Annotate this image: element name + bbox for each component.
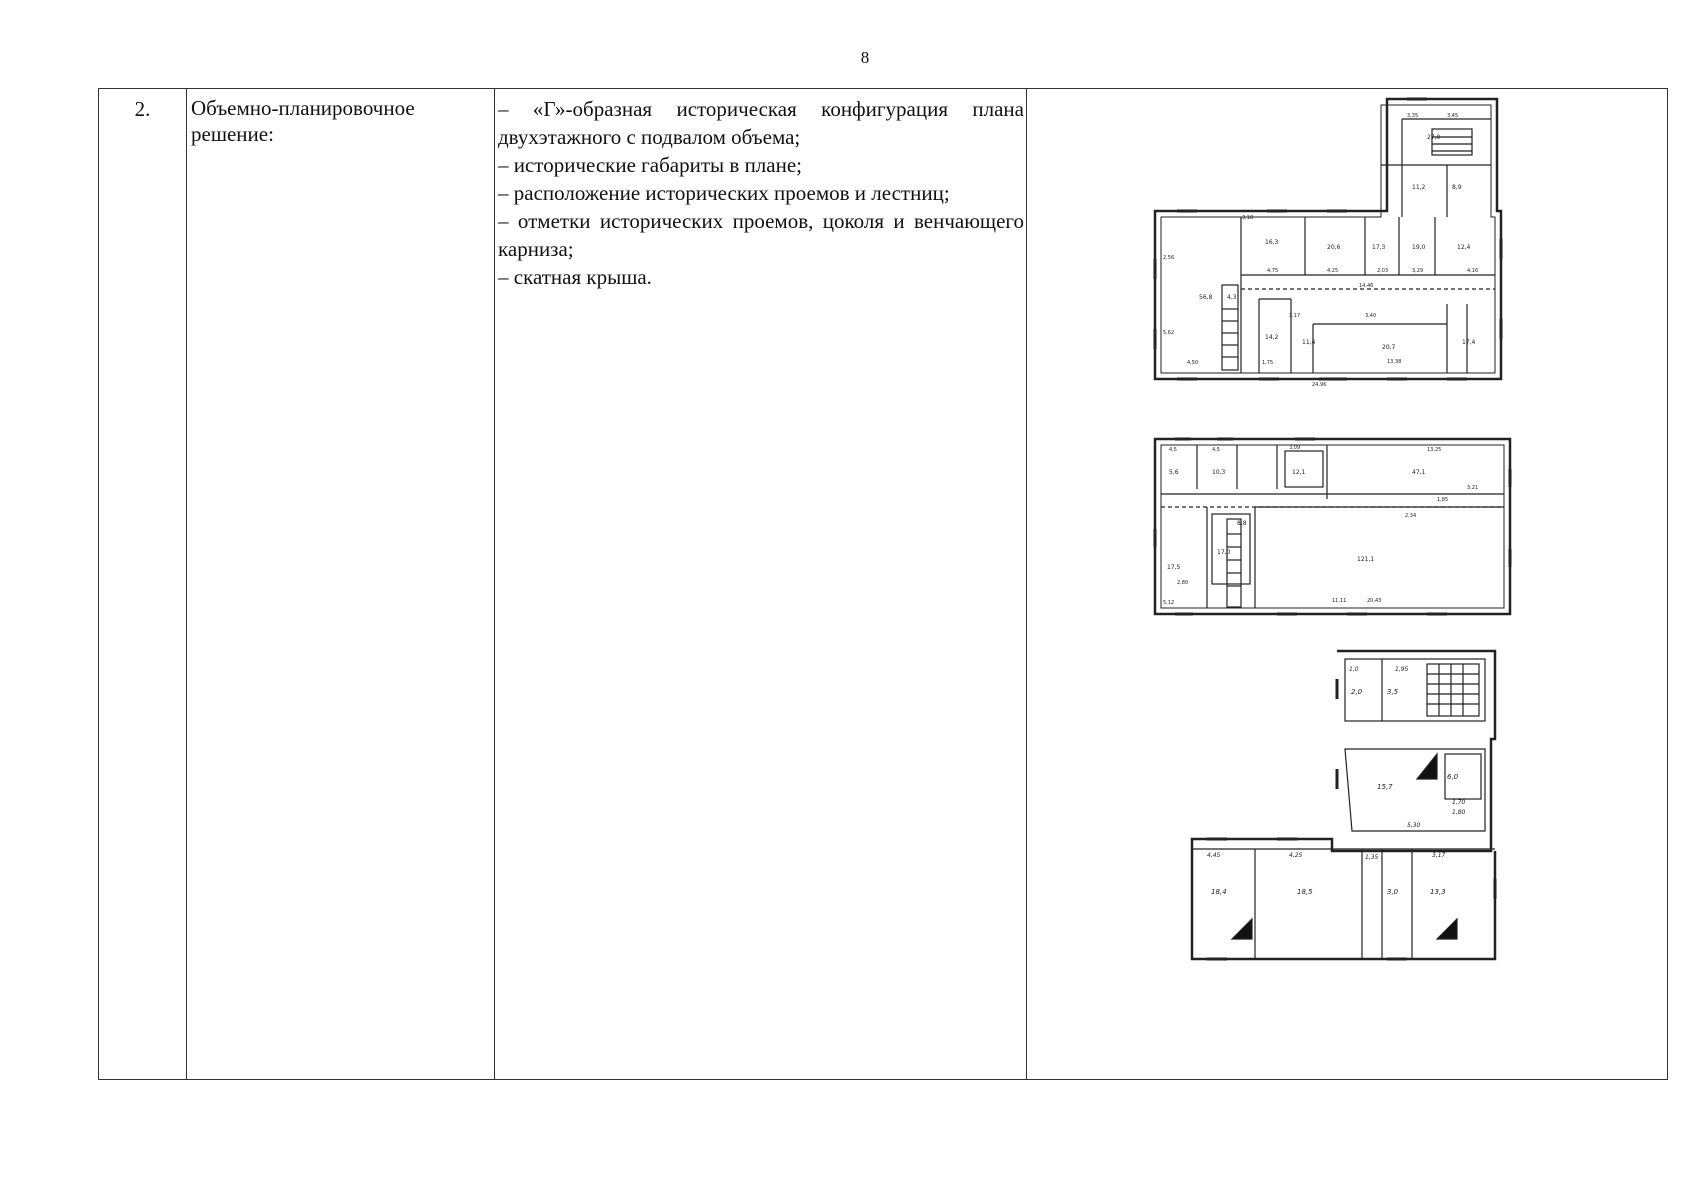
svg-text:1,80: 1,80 (1452, 809, 1466, 816)
svg-text:4,25: 4,25 (1327, 268, 1338, 274)
svg-text:4,3: 4,3 (1227, 294, 1237, 301)
svg-text:20,43: 20,43 (1367, 598, 1381, 604)
description-item: – расположение исторических проемов и ле… (498, 181, 950, 205)
svg-text:5,6: 5,6 (1169, 469, 1179, 476)
svg-text:3,29: 3,29 (1412, 268, 1423, 274)
svg-text:27,0: 27,0 (1427, 134, 1441, 141)
svg-text:3,09: 3,09 (1289, 445, 1300, 451)
svg-text:4,75: 4,75 (1267, 268, 1278, 274)
svg-text:3,5: 3,5 (1387, 688, 1399, 696)
svg-text:5,12: 5,12 (1163, 600, 1174, 606)
description-item: – исторические габариты в плане; (498, 153, 802, 177)
svg-text:56,8: 56,8 (1199, 294, 1213, 301)
svg-text:20,6: 20,6 (1327, 244, 1341, 251)
svg-text:8,9: 8,9 (1452, 184, 1462, 191)
svg-text:3,17: 3,17 (1289, 313, 1300, 319)
svg-text:13,38: 13,38 (1387, 359, 1401, 365)
svg-text:6,0: 6,0 (1447, 773, 1459, 781)
floor-plans-cell: 3,18 4,75 4,25 2,03 3,29 4,16 14,46 13,3… (1027, 89, 1667, 1079)
svg-text:17,4: 17,4 (1462, 339, 1476, 346)
floor-plans-drawing: 3,18 4,75 4,25 2,03 3,29 4,16 14,46 13,3… (1153, 97, 1512, 961)
document-table: 2. Объемно-планировочное решение: – «Г»-… (98, 88, 1668, 1080)
svg-text:13,25: 13,25 (1427, 447, 1441, 453)
svg-text:11,11: 11,11 (1332, 598, 1346, 604)
svg-text:2,56: 2,56 (1163, 255, 1174, 261)
svg-text:15,7: 15,7 (1377, 783, 1393, 791)
svg-text:11,2: 11,2 (1412, 184, 1426, 191)
description-item: – «Г»-образная историческая конфигурация… (498, 97, 1024, 149)
svg-text:20,7: 20,7 (1382, 344, 1396, 351)
svg-text:4,50: 4,50 (1187, 360, 1198, 366)
row-number: 2. (134, 97, 151, 121)
svg-text:4,16: 4,16 (1467, 268, 1478, 274)
svg-text:4,5: 4,5 (1212, 447, 1220, 453)
row-number-cell: 2. (99, 89, 187, 1079)
svg-text:4,25: 4,25 (1289, 852, 1303, 859)
svg-text:2,0: 2,0 (1351, 688, 1363, 696)
svg-text:18,4: 18,4 (1211, 888, 1227, 896)
svg-text:3,18: 3,18 (1242, 215, 1253, 221)
svg-text:5,30: 5,30 (1407, 822, 1421, 829)
second-floor-plan (1153, 437, 1512, 616)
svg-text:2,34: 2,34 (1405, 513, 1416, 519)
description-cell: – «Г»-образная историческая конфигурация… (495, 89, 1027, 1079)
svg-text:1,85: 1,85 (1437, 497, 1448, 503)
description-list: – «Г»-образная историческая конфигурация… (495, 89, 1026, 291)
svg-text:17,0: 17,0 (1217, 549, 1231, 556)
svg-text:18,5: 18,5 (1297, 888, 1313, 896)
svg-text:2,80: 2,80 (1177, 580, 1188, 586)
svg-text:1,95: 1,95 (1395, 666, 1409, 673)
svg-text:17,5: 17,5 (1167, 564, 1181, 571)
svg-text:14,2: 14,2 (1265, 334, 1279, 341)
description-item: – скатная крыша. (498, 265, 652, 289)
svg-text:3,0: 3,0 (1387, 888, 1399, 896)
svg-text:16,3: 16,3 (1265, 239, 1279, 246)
svg-text:3,21: 3,21 (1467, 485, 1478, 491)
svg-text:3,40: 3,40 (1365, 313, 1376, 319)
svg-text:3,17: 3,17 (1432, 852, 1446, 859)
svg-text:4,5: 4,5 (1169, 447, 1177, 453)
svg-text:1,0: 1,0 (1349, 666, 1359, 673)
element-name-cell: Объемно-планировочное решение: (187, 89, 495, 1079)
svg-text:8,8: 8,8 (1237, 520, 1247, 527)
svg-text:121,1: 121,1 (1357, 556, 1374, 563)
svg-text:19,0: 19,0 (1412, 244, 1426, 251)
svg-text:10,3: 10,3 (1212, 469, 1226, 476)
svg-text:3,45: 3,45 (1447, 113, 1458, 119)
svg-text:14,46: 14,46 (1359, 283, 1373, 289)
element-name: Объемно-планировочное решение: (191, 96, 415, 146)
svg-text:1,70: 1,70 (1452, 799, 1466, 806)
page-number: 8 (860, 48, 870, 67)
svg-text:13,3: 13,3 (1430, 888, 1446, 896)
svg-text:1,75: 1,75 (1262, 360, 1273, 366)
svg-text:11,4: 11,4 (1302, 339, 1316, 346)
svg-text:12,4: 12,4 (1457, 244, 1471, 251)
basement-plan (1190, 649, 1497, 961)
svg-text:5,62: 5,62 (1163, 330, 1174, 336)
svg-text:12,1: 12,1 (1292, 469, 1306, 476)
svg-text:24,96: 24,96 (1312, 382, 1326, 388)
svg-text:4,45: 4,45 (1207, 852, 1221, 859)
svg-text:47,1: 47,1 (1412, 469, 1426, 476)
svg-text:2,03: 2,03 (1377, 268, 1388, 274)
svg-text:3,35: 3,35 (1407, 113, 1418, 119)
svg-text:1,35: 1,35 (1365, 854, 1379, 861)
description-item: – отметки исторических проемов, цоколя и… (498, 209, 1024, 261)
first-floor-plan (1153, 97, 1503, 381)
svg-text:17,3: 17,3 (1372, 244, 1386, 251)
